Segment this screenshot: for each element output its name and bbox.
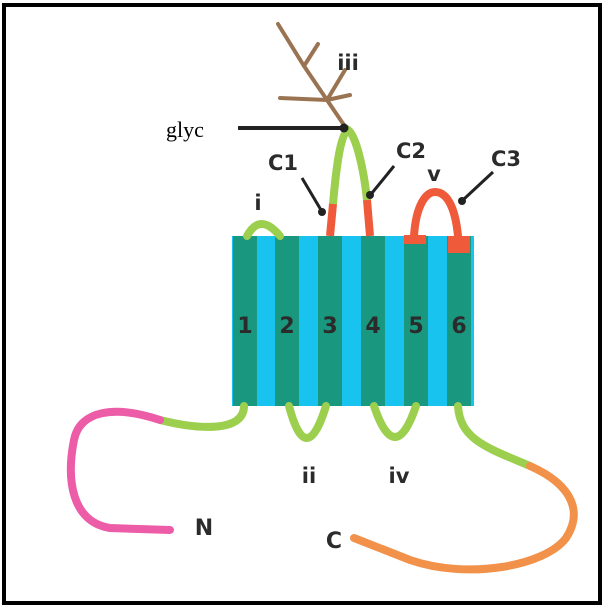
loop-iv-label: iv (389, 464, 410, 488)
n-terminus-label: N (195, 516, 213, 541)
glycan-tree (276, 22, 352, 130)
c1-dot (318, 208, 326, 216)
loop-i-label: i (254, 191, 261, 215)
c2-pointer (370, 165, 396, 194)
loop-ii-label: ii (302, 464, 316, 488)
helix-1-label: 1 (237, 314, 252, 339)
glyc-label: glyc (166, 117, 204, 142)
helix-5 (404, 236, 428, 406)
c1-label: C1 (268, 151, 298, 175)
cys-block-6 (448, 236, 470, 253)
helix-6 (447, 236, 471, 406)
helix-3-label: 3 (322, 314, 337, 339)
c-tail-green (454, 402, 534, 470)
cys-segment-c1 (326, 203, 337, 237)
c2-label: C2 (396, 139, 426, 163)
loop-ii (285, 402, 330, 442)
loop-iii (329, 125, 371, 208)
helix-4-label: 4 (365, 314, 380, 339)
c1-pointer (300, 177, 323, 211)
helix-5-label: 5 (408, 314, 423, 339)
loop-iv (370, 402, 420, 441)
loop-iii-label: iii (337, 51, 359, 75)
glyc-dot (339, 123, 349, 133)
loop-i (243, 220, 284, 240)
helix-3 (318, 236, 342, 406)
loop-v-label: v (427, 162, 441, 186)
cys-segment-c2 (363, 199, 374, 237)
membrane-band (232, 236, 474, 406)
helix-2 (275, 236, 299, 406)
c2-dot (366, 191, 374, 199)
helix-1 (233, 236, 257, 406)
cys-block-5 (404, 235, 426, 244)
c3-pointer (462, 170, 495, 201)
n-tail-pink (66, 407, 174, 534)
c-tail-orange (350, 462, 578, 574)
helix-6-label: 6 (451, 314, 466, 339)
helices (233, 236, 471, 406)
c-terminus-label: C (326, 529, 342, 554)
loop-v (410, 187, 462, 240)
c3-dot (458, 197, 466, 205)
helix-4 (361, 236, 385, 406)
helix-2-label: 2 (279, 314, 294, 339)
n-tail-green (156, 402, 248, 431)
c3-label: C3 (491, 147, 521, 171)
